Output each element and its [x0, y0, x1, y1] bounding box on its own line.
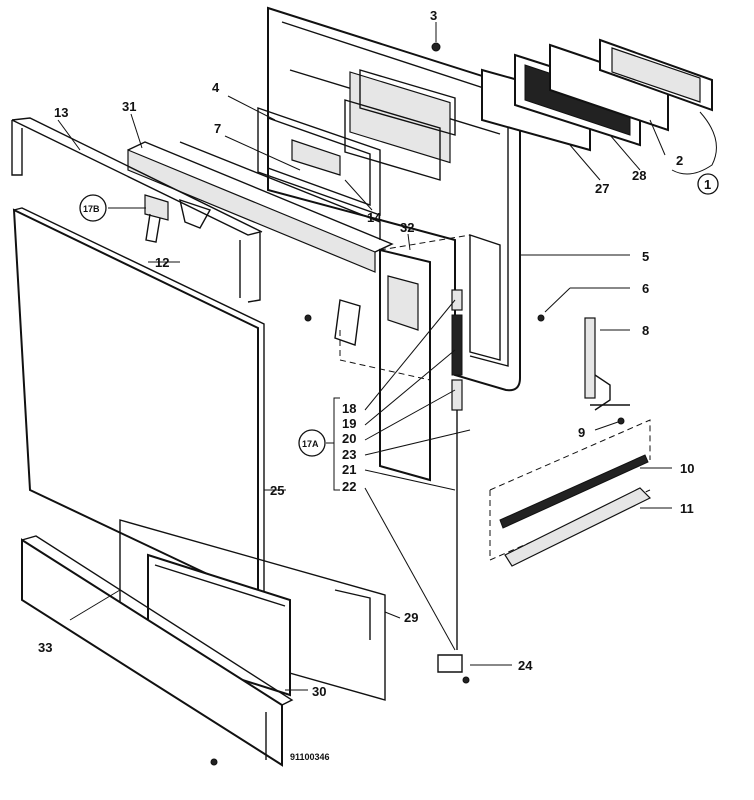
callout-1-circle [697, 173, 719, 195]
callout-24: 24 [518, 658, 533, 673]
control-panel-frame [257, 107, 381, 216]
callout-28: 28 [632, 168, 646, 183]
callout-33: 33 [38, 640, 52, 655]
callout-25: 25 [270, 483, 284, 498]
callout-30: 30 [312, 684, 326, 699]
spring-rod-assembly [437, 289, 463, 673]
callout-31: 31 [122, 99, 136, 114]
leader-lines [57, 22, 672, 691]
callout-18: 18 [342, 401, 356, 416]
callout-labels: 3 4 7 13 31 17B 12 14 32 27 28 2 1 5 6 8… [38, 8, 719, 762]
top-trim-31 [127, 141, 394, 273]
control-modules [481, 38, 717, 175]
callout-9: 9 [578, 425, 585, 440]
callout-1: 1 [704, 177, 711, 192]
kick-panel-33 [21, 535, 294, 767]
callout-29: 29 [404, 610, 418, 625]
callout-17a: 17A [302, 439, 319, 449]
callout-27: 27 [595, 181, 609, 196]
callout-19: 19 [342, 416, 356, 431]
top-rail-13 [11, 117, 263, 303]
outer-door-panel [12, 207, 265, 600]
drawing-number: 91100346 [290, 752, 330, 762]
callout-17a-circle [298, 429, 326, 457]
hinge-8 [584, 317, 630, 411]
screws [210, 42, 625, 766]
callout-17b: 17B [83, 204, 100, 214]
callout-3: 3 [430, 8, 437, 23]
callout-12: 12 [155, 255, 169, 270]
bracket-32 [334, 234, 471, 482]
callout-6: 6 [642, 281, 649, 296]
callout-10: 10 [680, 461, 694, 476]
callout-17b-circle [79, 194, 107, 222]
callout-7: 7 [214, 121, 221, 136]
callout-20: 20 [342, 431, 356, 446]
callout-13: 13 [54, 105, 68, 120]
callout-4: 4 [212, 80, 220, 95]
callout-23: 23 [342, 447, 356, 462]
springs [489, 419, 652, 567]
callout-14: 14 [367, 210, 382, 225]
callout-21: 21 [342, 462, 356, 477]
callout-11: 11 [680, 501, 694, 516]
callout-5: 5 [642, 249, 649, 264]
callout-32: 32 [400, 220, 414, 235]
callout-22: 22 [342, 479, 356, 494]
callout-8: 8 [642, 323, 649, 338]
callout-2: 2 [676, 153, 683, 168]
